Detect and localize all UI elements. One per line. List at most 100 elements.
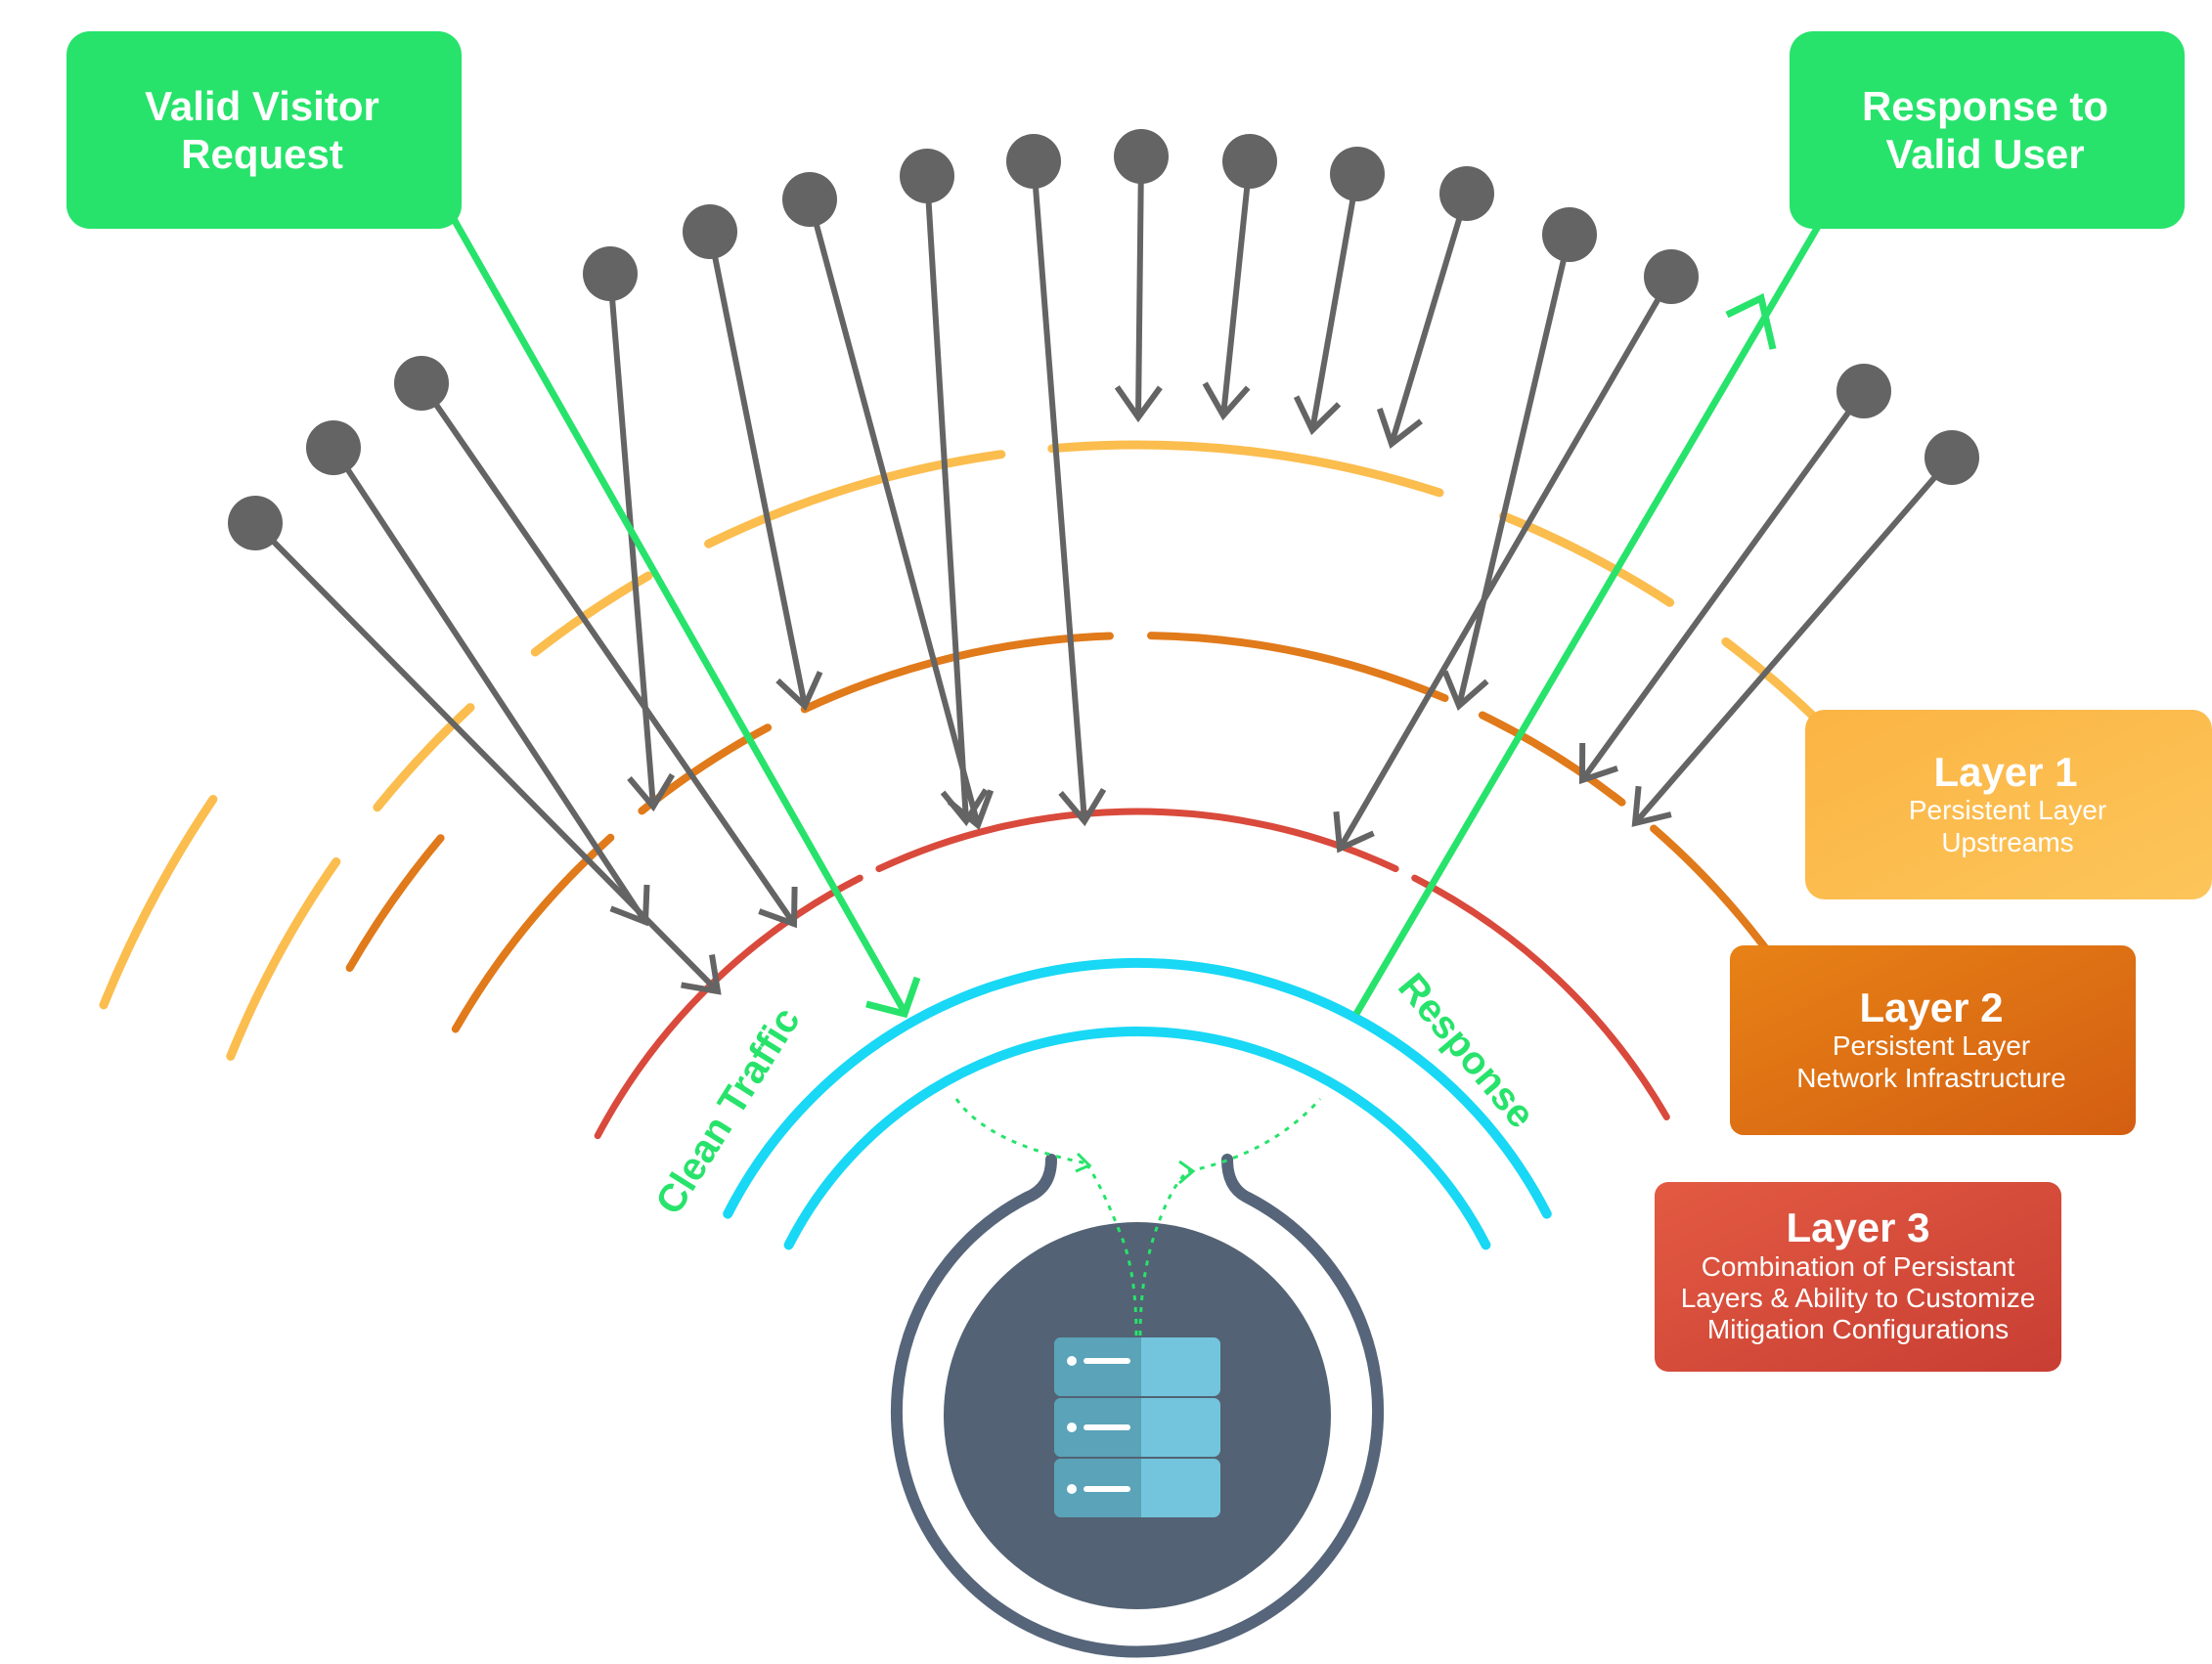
response-user-line2: Valid User (1885, 131, 2084, 177)
layer-3-box: Layer 3 Combination of Persistant Layers… (1655, 1182, 2061, 1372)
layer-1-line1: Persistent Layer (1909, 795, 2106, 825)
server-icon (1054, 1337, 1220, 1517)
attack-source-icon (306, 420, 361, 475)
attack-arrowhead (1441, 670, 1489, 712)
attack-arrow (1293, 147, 1385, 436)
attack-source-icon (1924, 430, 1979, 485)
attack-shaft (1220, 160, 1253, 416)
valid-traffic-lines (450, 217, 1823, 1019)
layer-3-line2: Layers & Ability to Customize (1681, 1283, 2036, 1313)
layer-1-arc-segment (373, 703, 475, 812)
layer-2-line1: Persistent Layer (1833, 1030, 2030, 1061)
attack-source-icon (1330, 147, 1385, 201)
attack-arrowhead (1202, 381, 1251, 421)
attack-arrow (1376, 166, 1494, 449)
attack-arrow (1631, 430, 1979, 827)
attack-shaft (1309, 173, 1360, 431)
attack-source-icon (583, 246, 638, 301)
layer-3-line1: Combination of Persistant (1702, 1251, 2015, 1282)
layer-3-line3: Mitigation Configurations (1707, 1314, 2009, 1344)
attack-arrows (228, 129, 1979, 995)
layer-arcs (99, 440, 1933, 1250)
layer-2-title: Layer 2 (1859, 985, 2003, 1030)
attack-arrow (1441, 207, 1597, 712)
request-line (450, 217, 908, 1014)
attack-arrowhead (627, 772, 676, 812)
attack-arrow (1006, 134, 1107, 827)
request-arrowhead (865, 976, 921, 1019)
attack-shaft (924, 175, 969, 822)
attack-source-icon (683, 204, 737, 259)
layer-1-arc-segment (226, 856, 341, 1061)
attack-shaft (1389, 193, 1470, 445)
attack-arrowhead (609, 884, 650, 927)
attack-source-icon (1644, 249, 1699, 304)
attack-shaft (707, 231, 808, 707)
attack-source-icon (228, 496, 283, 550)
attack-source-icon (1222, 134, 1277, 189)
attack-arrow (306, 420, 650, 927)
attack-source-icon (1836, 364, 1891, 418)
response-to-valid-user-box: Response to Valid User (1790, 31, 2185, 229)
layer-2-arc-segment (451, 833, 615, 1033)
protected-server (891, 1098, 1384, 1658)
attack-source-icon (782, 172, 837, 227)
attack-shaft (607, 273, 656, 808)
response-arrowhead (1725, 292, 1777, 350)
request-line2: Request (181, 131, 343, 177)
attack-arrowhead (1114, 385, 1163, 423)
layer-2-line2: Network Infrastructure (1796, 1063, 2065, 1093)
attack-arrowhead (1293, 395, 1342, 436)
shield-arc-inner (783, 1027, 1491, 1250)
outgoing-dotted-arrowhead (1178, 1160, 1196, 1185)
response-line (1352, 223, 1823, 1016)
clean-traffic-label: Clean Traffic (647, 1000, 809, 1222)
attack-arrow (782, 172, 995, 830)
attack-arrow (394, 356, 798, 929)
attack-shaft (331, 446, 648, 924)
attack-arrowhead (1333, 810, 1375, 854)
incoming-dotted-arrowhead (1075, 1152, 1092, 1173)
attack-arrowhead (940, 788, 989, 827)
valid-visitor-request-box: Valid Visitor Request (66, 31, 462, 229)
layer-1-arc-segment (530, 571, 653, 657)
attack-arrow (683, 204, 823, 712)
layer-1-box: Layer 1 Persistent Layer Upstreams (1805, 710, 2212, 899)
request-line1: Valid Visitor (145, 83, 379, 129)
layer-1-arc-left (99, 795, 218, 1010)
server-outer-ring (891, 1154, 1384, 1658)
attack-shaft (1135, 155, 1144, 418)
attack-shaft (1031, 160, 1087, 822)
attack-source-icon (1439, 166, 1494, 221)
layer-3-arc-segment (875, 808, 1399, 873)
layer-1-arc-segment (1499, 511, 1675, 607)
attack-arrowhead (1058, 787, 1107, 827)
attack-shaft (1456, 234, 1572, 707)
incoming-dotted-path (954, 1098, 1088, 1165)
attack-arrow (900, 149, 989, 827)
attack-arrowhead (1578, 742, 1618, 785)
attack-source-icon (900, 149, 954, 203)
attack-shaft (1337, 275, 1674, 851)
layer-2-box: Layer 2 Persistent Layer Network Infrast… (1730, 945, 2136, 1135)
shield-arc-outer (723, 957, 1552, 1219)
layer-2-arc-segment (1478, 711, 1626, 807)
attack-arrow (1578, 364, 1891, 785)
attack-arrowhead (775, 671, 823, 712)
attack-arrow (1202, 134, 1277, 421)
attack-arrow (1114, 129, 1169, 423)
layer-3-arc-segment (1411, 874, 1670, 1120)
attack-source-icon (1114, 129, 1169, 184)
layer-1-line2: Upstreams (1941, 827, 2073, 857)
attack-source-icon (1006, 134, 1061, 189)
attack-shaft (419, 381, 797, 926)
attack-arrowhead (1376, 408, 1423, 449)
layer-1-arc-segment (1721, 636, 1822, 724)
attack-shaft (1632, 456, 1955, 825)
attack-arrowhead (1631, 785, 1672, 827)
attack-arrow (1333, 249, 1699, 854)
attack-shaft (1579, 389, 1867, 782)
layer-3-arc-segment (594, 874, 863, 1140)
attack-source-icon (1542, 207, 1597, 262)
